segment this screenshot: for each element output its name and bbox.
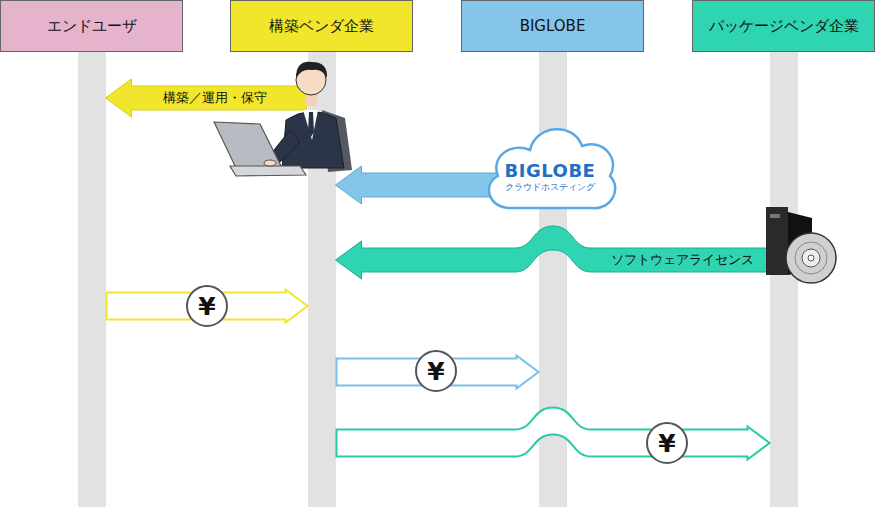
lifeline bbox=[539, 52, 567, 507]
worker-illustration bbox=[214, 62, 352, 176]
lane-title: BIGLOBE bbox=[520, 17, 586, 35]
brand-name: BIGLOBE bbox=[505, 160, 596, 181]
arrow-label: ソフトウェアライセンス bbox=[611, 251, 754, 269]
lane-title: パッケージベンダ企業 bbox=[709, 17, 859, 36]
lane-header: BIGLOBE bbox=[461, 0, 644, 52]
lifeline bbox=[770, 52, 798, 507]
software-package-icon bbox=[766, 207, 836, 283]
arrow-label: 構築／運用・保守 bbox=[163, 89, 267, 107]
lane-title: 構築ベンダ企業 bbox=[269, 17, 374, 36]
supply-arrow bbox=[336, 166, 501, 204]
cloud-service: BIGLOBEクラウドホスティング bbox=[480, 118, 620, 214]
payment-badge: ¥ bbox=[186, 285, 228, 327]
lifeline bbox=[78, 52, 106, 507]
lane-header: 構築ベンダ企業 bbox=[230, 0, 413, 52]
supply-arrow bbox=[106, 79, 307, 117]
payment-badge: ¥ bbox=[646, 422, 688, 464]
supply-arrow bbox=[336, 226, 769, 279]
lane-header: エンドユーザ bbox=[0, 0, 183, 52]
payment-badge: ¥ bbox=[415, 350, 457, 392]
lane-title: エンドユーザ bbox=[47, 17, 137, 36]
payment-arrow bbox=[337, 408, 770, 460]
service-name: クラウドホスティング bbox=[505, 181, 595, 194]
lane-header: パッケージベンダ企業 bbox=[692, 0, 875, 52]
